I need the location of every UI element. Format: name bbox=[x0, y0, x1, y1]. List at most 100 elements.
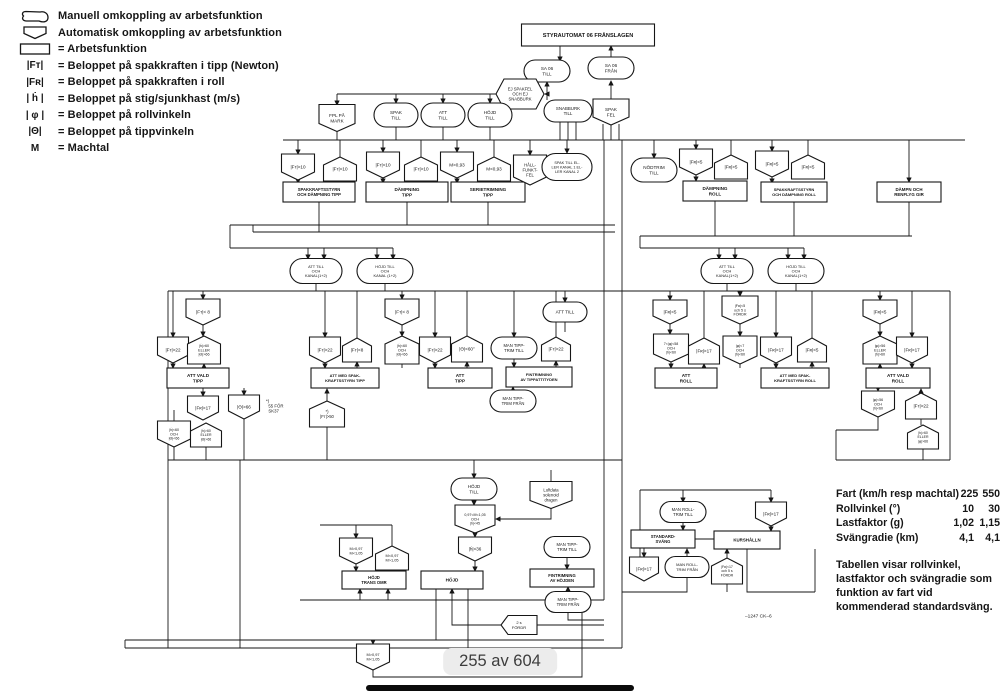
fr-gt17-label: |Fʀ|>17 bbox=[696, 349, 712, 354]
legend-item: Automatisk omkoppling av arbetsfunktion bbox=[12, 25, 282, 42]
man-tipptrim-till-b-label: MAN TIPP-TRIM TILL bbox=[556, 542, 578, 552]
th-gt66: |Θ|>66 bbox=[227, 394, 261, 420]
fr-gt17-b: |Fʀ|>17 bbox=[759, 336, 793, 364]
ft-lt8-b-label: |Fᴛ|<8 bbox=[351, 348, 364, 353]
box-att-med-spak-tipp-label: ATT MED SPAK-KRAFTSSTYRN TIPP bbox=[325, 373, 365, 383]
styrautomat: STYRAUTOMAT 06 FRÅNSLAGEN bbox=[520, 23, 656, 47]
m-lt093-label: M<0,93 bbox=[486, 167, 502, 172]
legend-item-label: = Beloppet på tippvinkeln bbox=[58, 125, 195, 138]
man-tipptrim-till-a-label: MAN TIPP-TRIM TILL bbox=[503, 343, 525, 353]
table-row-value-1: 1,02 bbox=[953, 517, 974, 529]
fr-lt5-c: |Fʀ|<5 bbox=[652, 299, 688, 325]
box-hojd: HÖJD bbox=[420, 570, 484, 590]
legend-item-label: = Machtal bbox=[58, 142, 110, 155]
home-indicator-bar[interactable] bbox=[366, 685, 634, 691]
legend-item-label: = Beloppet på rollvinkeln bbox=[58, 109, 192, 122]
man-tipptrim-till-a: MAN TIPP-TRIM TILL bbox=[490, 336, 538, 360]
table-row-value-2: 4,1 bbox=[985, 531, 1000, 544]
th-lt60-label: |Θ|<60° bbox=[459, 347, 475, 352]
legend-item: |Fᴛ|= Beloppet på spakkraften i tipp (Ne… bbox=[12, 58, 282, 75]
legend-item: = Arbetsfunktion bbox=[12, 41, 282, 58]
ft-lt10-label: |Fᴛ|<10 bbox=[332, 167, 348, 172]
ft-lt8-c: |Fᴛ|< 8 bbox=[384, 298, 420, 326]
ft-lt8-label: |Fᴛ|< 8 bbox=[196, 310, 210, 315]
fr-lt5: |Fʀ|<5 bbox=[678, 148, 714, 176]
legend-item-label: Manuell omkoppling av arbetsfunktion bbox=[58, 10, 263, 23]
fr-gt5-b: |Fʀ|>5 bbox=[754, 150, 790, 178]
legend-item-label: = Beloppet på spakkraften i tipp (Newton… bbox=[58, 59, 279, 72]
fr-gt17-b-label: |Fʀ|>17 bbox=[768, 348, 784, 353]
fr-gt17-c: |Fʀ|>17 bbox=[895, 336, 929, 364]
legend-symbol: M bbox=[30, 142, 40, 154]
box-standardsvang-label: STANDARD-SVÄNG bbox=[651, 534, 676, 544]
ft-gt50-label: *)|Fᴛ|>50 bbox=[320, 409, 334, 419]
ft-gt22: |Fᴛ|>22 bbox=[156, 336, 190, 364]
box-att-med-spak-tipp: ATT MED SPAK-KRAFTSSTYRN TIPP bbox=[310, 367, 380, 389]
ft-gt22-d-label: |Fᴛ|>22 bbox=[548, 347, 564, 352]
th-lt60: |Θ|<60° bbox=[450, 335, 484, 363]
table-row-value-1: 225 bbox=[960, 488, 979, 500]
fr-lt5-d: |Fʀ|<5 bbox=[796, 337, 828, 363]
man-tipptrim-till-b: MAN TIPP-TRIM TILL bbox=[543, 535, 591, 559]
box-hojd-label: HÖJD bbox=[446, 577, 459, 583]
legend-item: Manuell omkoppling av arbetsfunktion bbox=[12, 8, 282, 25]
man-tipptrim-fran-b: MAN TIPP-TRIM FRÅN bbox=[544, 590, 592, 614]
fr-lt5-d-label: |Fʀ|<5 bbox=[806, 348, 819, 353]
fr-gt17-d-label: |Fʀ|>17 bbox=[195, 406, 211, 411]
ft-gt22-label: |Fᴛ|>22 bbox=[165, 348, 181, 353]
table-row-value-2: 550 bbox=[982, 488, 1000, 500]
ft-gt50: *)|Fᴛ|>50 bbox=[308, 400, 346, 428]
legend-symbol: | φ | bbox=[25, 109, 45, 121]
man-tipptrim-fran-a-label: MAN TIPP-TRIM FRÅN bbox=[502, 396, 525, 406]
fr-lt5-label: |Fʀ|<5 bbox=[690, 160, 703, 165]
table-row-value-2: 30 bbox=[988, 502, 1000, 515]
ft-gt10-b: |Fᴛ|>10 bbox=[403, 156, 439, 182]
man-rolltrim-fran: MAN ROLL-TRIM FRÅN bbox=[664, 555, 710, 579]
th-gt66-label: |Θ|>66 bbox=[237, 405, 251, 410]
spak-till-eller-kanal: SPAK TILL EL-LER KANAL 1 EL-LER KANAL 2 bbox=[541, 152, 593, 182]
box-kurshalln: KURSHÅLLN bbox=[713, 530, 781, 550]
